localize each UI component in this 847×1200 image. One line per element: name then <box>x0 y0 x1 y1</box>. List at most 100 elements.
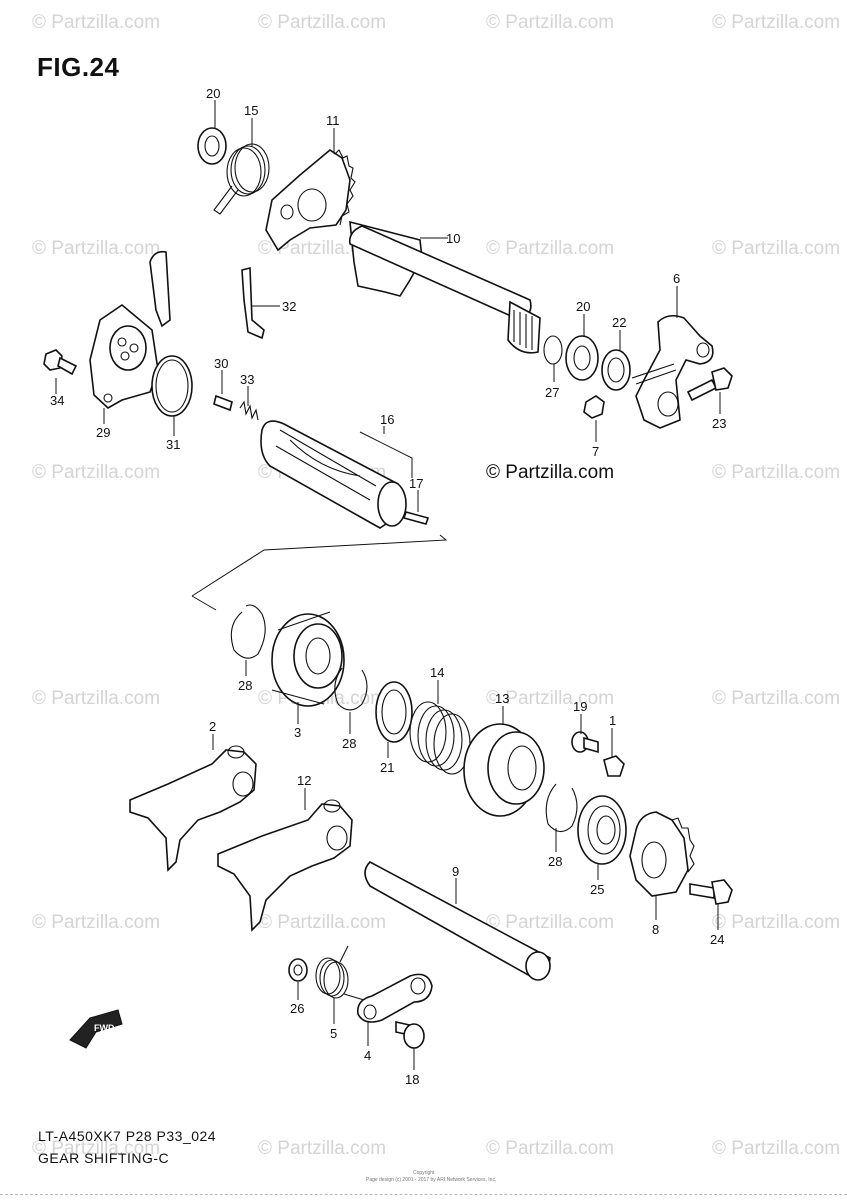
callout-9[interactable]: 9 <box>452 864 459 879</box>
callout-34[interactable]: 34 <box>50 393 64 408</box>
part-4-stopper-arm[interactable] <box>356 973 433 1023</box>
part-3-gear[interactable] <box>271 611 345 707</box>
part-31-o-ring[interactable] <box>151 355 193 417</box>
part-8-sprocket[interactable] <box>629 811 695 897</box>
part-29-cover[interactable] <box>89 250 171 409</box>
part-19-bolt[interactable] <box>571 731 599 754</box>
footer-small-line-1: Copyright <box>413 1170 435 1176</box>
callout-31[interactable]: 31 <box>166 437 180 452</box>
callout-13[interactable]: 13 <box>495 691 509 706</box>
diagram-caption: GEAR SHIFTING-C <box>38 1150 170 1166</box>
part-26-washer[interactable] <box>288 958 308 982</box>
part-1-nut[interactable] <box>603 755 625 777</box>
part-27-circlip[interactable] <box>543 335 563 365</box>
callout-33[interactable]: 33 <box>240 372 254 387</box>
callout-18[interactable]: 18 <box>405 1072 419 1087</box>
callout-14[interactable]: 14 <box>430 665 444 680</box>
watermark: © Partzilla.com <box>712 12 841 33</box>
callout-10[interactable]: 10 <box>446 231 460 246</box>
watermark: © Partzilla.com <box>32 238 161 259</box>
watermark: © Partzilla.com <box>258 1138 387 1159</box>
leader-16 <box>359 431 413 478</box>
part-20-washer-right[interactable] <box>565 335 599 381</box>
part-33-spring[interactable] <box>239 400 259 421</box>
callout-22[interactable]: 22 <box>612 315 626 330</box>
callout-16[interactable]: 16 <box>380 412 394 427</box>
callout-25[interactable]: 25 <box>590 882 604 897</box>
part-17-pin[interactable] <box>402 511 430 525</box>
part-30-pin[interactable] <box>213 394 233 412</box>
callouts: 20 15 11 10 32 34 29 31 30 33 16 17 27 2… <box>50 86 726 1087</box>
part-10-gearshift-shaft[interactable] <box>348 220 541 354</box>
callout-19[interactable]: 19 <box>573 699 587 714</box>
part-28-circlip-right[interactable] <box>545 783 578 833</box>
part-25-bearing[interactable] <box>577 795 627 865</box>
part-24-bolt[interactable] <box>689 879 733 905</box>
callout-21[interactable]: 21 <box>380 760 394 775</box>
callout-30[interactable]: 30 <box>214 356 228 371</box>
callout-32[interactable]: 32 <box>282 299 296 314</box>
watermark: © Partzilla.com <box>712 688 841 709</box>
figure-title: FIG.24 <box>37 52 120 82</box>
watermark: © Partzilla.com <box>486 1138 615 1159</box>
part-20-washer[interactable] <box>197 127 227 165</box>
watermark: © Partzilla.com <box>32 1138 161 1159</box>
part-16-gearshift-cam[interactable] <box>260 420 407 529</box>
part-32-clip[interactable] <box>241 266 265 340</box>
copyright-text: © Partzilla.com <box>486 462 615 483</box>
part-28-circlip-left[interactable] <box>230 604 266 659</box>
callout-7[interactable]: 7 <box>592 444 599 459</box>
watermark: © Partzilla.com <box>486 688 615 709</box>
watermark: © Partzilla.com <box>712 912 841 933</box>
bottom-divider <box>0 1194 847 1195</box>
callout-8[interactable]: 8 <box>652 922 659 937</box>
watermark: © Partzilla.com <box>486 238 615 259</box>
watermark: © Partzilla.com <box>712 462 841 483</box>
callout-4[interactable]: 4 <box>364 1048 371 1063</box>
part-5-spring[interactable] <box>315 945 365 1001</box>
callout-27[interactable]: 27 <box>545 385 559 400</box>
callout-28-right[interactable]: 28 <box>548 854 562 869</box>
part-18-bolt[interactable] <box>395 1021 425 1049</box>
watermark: © Partzilla.com <box>712 238 841 259</box>
watermark: © Partzilla.com <box>258 12 387 33</box>
callout-11[interactable]: 11 <box>326 113 340 128</box>
part-11-gear-plate[interactable] <box>265 149 356 252</box>
callout-24[interactable]: 24 <box>710 932 724 947</box>
callout-6[interactable]: 6 <box>673 271 680 286</box>
part-14-spring[interactable] <box>409 701 471 775</box>
part-28-circlip-mid[interactable] <box>334 667 368 711</box>
callout-2[interactable]: 2 <box>209 719 216 734</box>
callout-1[interactable]: 1 <box>609 713 616 728</box>
fwd-label: FWD <box>94 1023 115 1033</box>
watermark: © Partzilla.com <box>486 912 615 933</box>
part-12-shift-fork[interactable] <box>217 799 353 932</box>
part-9-shaft[interactable] <box>364 861 551 981</box>
part-34-bolt[interactable] <box>43 349 78 376</box>
part-7-nut[interactable] <box>583 395 605 419</box>
part-21-washer[interactable] <box>375 681 413 743</box>
part-2-shift-fork[interactable] <box>129 745 257 872</box>
callout-12[interactable]: 12 <box>297 773 311 788</box>
watermark: © Partzilla.com <box>486 12 615 33</box>
callout-23[interactable]: 23 <box>712 416 726 431</box>
callout-28-left[interactable]: 28 <box>238 678 252 693</box>
part-13-gear[interactable] <box>463 723 545 817</box>
leader-lines <box>55 100 721 1070</box>
callout-29[interactable]: 29 <box>96 425 110 440</box>
callout-5[interactable]: 5 <box>330 1026 337 1041</box>
part-6-shift-arm[interactable] <box>631 314 714 429</box>
callout-20-right[interactable]: 20 <box>576 299 590 314</box>
callout-15[interactable]: 15 <box>244 103 258 118</box>
callout-17[interactable]: 17 <box>409 476 423 491</box>
callout-26[interactable]: 26 <box>290 1001 304 1016</box>
watermark: © Partzilla.com <box>32 912 161 933</box>
callout-20[interactable]: 20 <box>206 86 220 101</box>
part-22-oil-seal[interactable] <box>601 349 631 391</box>
part-15-spring[interactable] <box>213 143 270 215</box>
part-23-bolt[interactable] <box>686 367 733 402</box>
callout-28-mid[interactable]: 28 <box>342 736 356 751</box>
callout-3[interactable]: 3 <box>294 725 301 740</box>
model-code: LT-A450XK7 P28 P33_024 <box>38 1128 217 1144</box>
